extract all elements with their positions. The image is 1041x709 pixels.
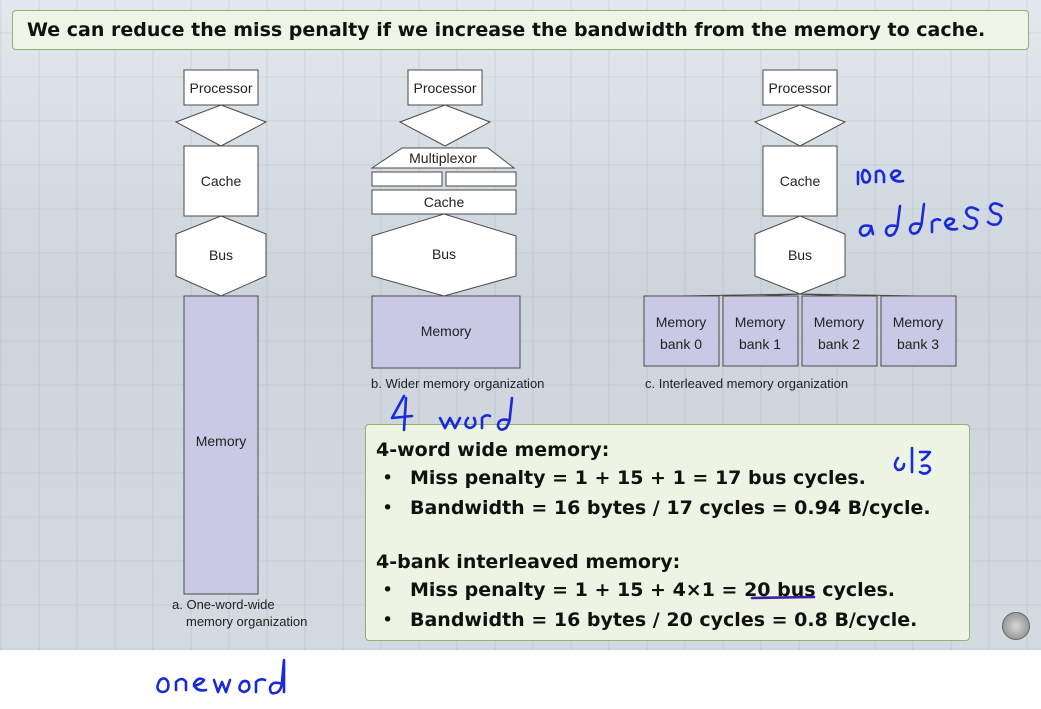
c-bank-0-line1: Memory [656,314,707,330]
ink-one-word-d [268,658,286,695]
interleaved-list: Miss penalty = 1 + 15 + 4×1 = 20 bus cyc… [376,575,969,635]
b-multiplexor-label: Multiplexor [409,150,477,166]
ink-one-e [889,169,905,183]
b-caption: b. Wider memory organization [371,376,544,391]
a-processor-label: Processor [189,80,252,96]
ink-mark-near-17 [893,446,932,475]
wide-bandwidth: Bandwidth = 16 bytes / 17 cycles = 0.94 … [376,493,969,523]
interleaved-miss-penalty: Miss penalty = 1 + 15 + 4×1 = 20 bus cyc… [376,575,969,605]
c-bank-0-line2: bank 0 [660,336,702,352]
b-multiplexor-box [370,147,516,169]
a-memory-label: Memory [196,433,247,449]
c-memory-bank-3 [880,295,957,367]
b-lane-left [371,171,443,187]
ink-one-o [856,168,872,186]
ink-addr-e [943,217,959,231]
c-memory-bank-1 [722,295,799,367]
c-bank-3-line1: Memory [893,314,944,330]
c-caption: c. Interleaved memory organization [645,376,848,391]
a-caption-line1: a. One-word-wide [172,597,275,612]
c-bank-1-line1: Memory [735,314,786,330]
c-bank-3-line2: bank 3 [897,336,939,352]
ink-one-word-e [192,677,208,692]
ink-one-n [874,169,886,184]
ink-addr-s1 [962,206,980,230]
c-bank-2-line2: bank 2 [818,336,860,352]
ink-four [390,394,414,432]
ink-underline-20 [750,595,816,600]
ink-addr-s2 [986,202,1004,226]
b-connector-top [398,104,492,147]
b-memory-box [371,295,521,369]
a-cache-label: Cache [201,173,242,189]
c-processor-label: Processor [768,80,831,96]
headline-text: We can reduce the miss penalty if we inc… [27,19,986,41]
diagram-a-one-word-wide: Processor Cache Bus Memory a. One-word-w… [172,69,307,629]
ink-addr-r [930,218,942,234]
c-cache-box [762,145,838,217]
b-bus-label: Bus [432,246,456,262]
university-seal-icon [1002,612,1030,640]
a-caption-line2: memory organization [186,614,307,629]
ink-one-word-o2 [238,679,251,694]
b-lane-right [445,171,517,187]
ink-word-r [480,414,492,430]
a-cache-box [183,145,259,217]
c-memory-bank-2 [801,295,878,367]
c-bank-2-line1: Memory [814,314,865,330]
b-cache-label: Cache [424,194,465,210]
wide-memory-list: Miss penalty = 1 + 15 + 1 = 17 bus cycle… [376,463,969,523]
ink-one-word-n [174,677,188,692]
wide-miss-penalty: Miss penalty = 1 + 15 + 1 = 17 bus cycle… [376,463,969,493]
ink-word-d [496,396,514,431]
wide-memory-heading: 4-word wide memory: [376,439,610,461]
c-processor-box [762,69,838,106]
b-processor-label: Processor [413,80,476,96]
a-processor-box [183,69,259,106]
ink-one-word-r [254,678,267,694]
c-bank-1-line2: bank 1 [739,336,781,352]
a-bus-label: Bus [209,247,233,263]
c-bus-label: Bus [788,247,812,263]
ink-word-w [438,416,462,430]
ink-one-word-o [156,677,170,694]
c-cache-label: Cache [780,173,821,189]
interleaved-heading: 4-bank interleaved memory: [376,551,681,573]
ink-addr-d2 [908,202,926,235]
diagram-c-interleaved: Processor Cache Bus Memory bank 0 Memory… [643,69,957,391]
a-memory-box [183,295,259,595]
background-bottom-area [0,650,1041,709]
diagram-b-wider-memory: Processor Multiplexor Cache Bus Memory b… [370,69,544,391]
b-processor-box [407,69,483,106]
ink-addr-a [858,224,875,237]
ink-one-word-w [212,678,232,694]
b-cache-box [371,189,517,215]
calculation-panel: 4-word wide memory: Miss penalty = 1 + 1… [365,424,970,641]
interleaved-bandwidth: Bandwidth = 16 bytes / 20 cycles = 0.8 B… [376,605,969,635]
ink-word-o [464,416,477,430]
ink-addr-d1 [884,204,902,237]
c-memory-bank-0 [643,295,720,367]
headline-banner: We can reduce the miss penalty if we inc… [12,10,1029,50]
b-memory-label: Memory [421,323,472,339]
